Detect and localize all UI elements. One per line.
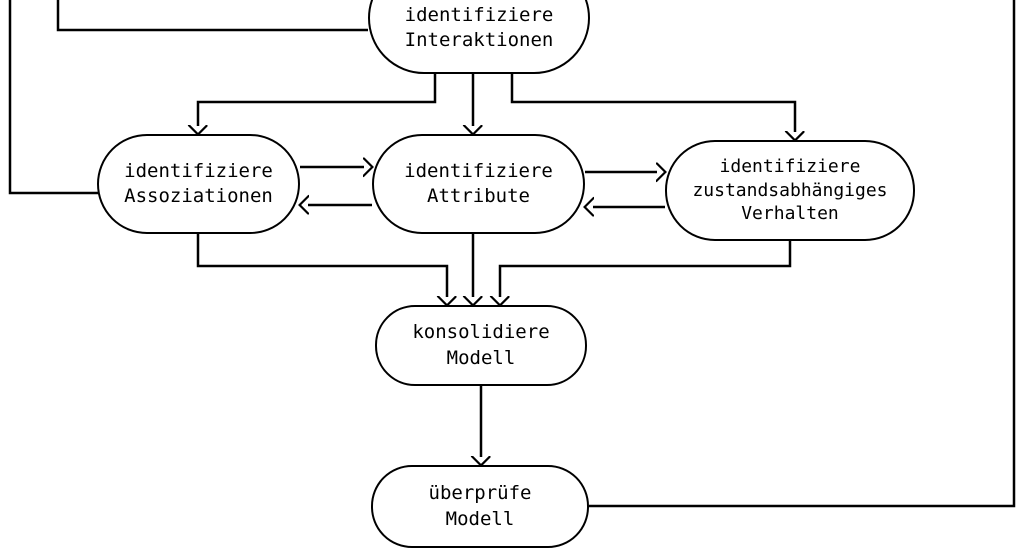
node-ueberpruefe-modell[interactable]: überprüfe Modell bbox=[371, 465, 589, 548]
node-identifiziere-zustandsabhaengiges-verhalten[interactable]: identifiziere zustandsabhängiges Verhalt… bbox=[665, 140, 915, 241]
edge-verhalten-konsolidiere bbox=[500, 241, 792, 297]
edge-assoziationen-konsolidiere bbox=[196, 234, 447, 297]
node-label: überprüfe Modell bbox=[428, 482, 532, 530]
edge-ueberpruefe-feedback-loop bbox=[589, 0, 1016, 508]
node-label: identifiziere Interaktionen bbox=[404, 3, 554, 51]
edge-left-loop-into-assoziationen bbox=[8, 0, 100, 195]
node-identifiziere-attribute[interactable]: identifiziere Attribute bbox=[372, 134, 585, 234]
node-label: konsolidiere Modell bbox=[412, 321, 550, 369]
node-identifiziere-interaktionen[interactable]: identifiziere Interaktionen bbox=[368, 0, 590, 74]
edge-interaktionen-verhalten bbox=[510, 74, 795, 132]
node-label: identifiziere zustandsabhängiges Verhalt… bbox=[692, 155, 888, 225]
node-label: identifiziere Assoziationen bbox=[124, 159, 273, 207]
edge-interaktionen-left-tail bbox=[56, 0, 368, 32]
node-identifiziere-assoziationen[interactable]: identifiziere Assoziationen bbox=[97, 134, 300, 234]
node-konsolidiere-modell[interactable]: konsolidiere Modell bbox=[375, 305, 587, 386]
node-label: identifiziere Attribute bbox=[404, 159, 553, 207]
edge-interaktionen-assoziationen bbox=[198, 74, 437, 126]
